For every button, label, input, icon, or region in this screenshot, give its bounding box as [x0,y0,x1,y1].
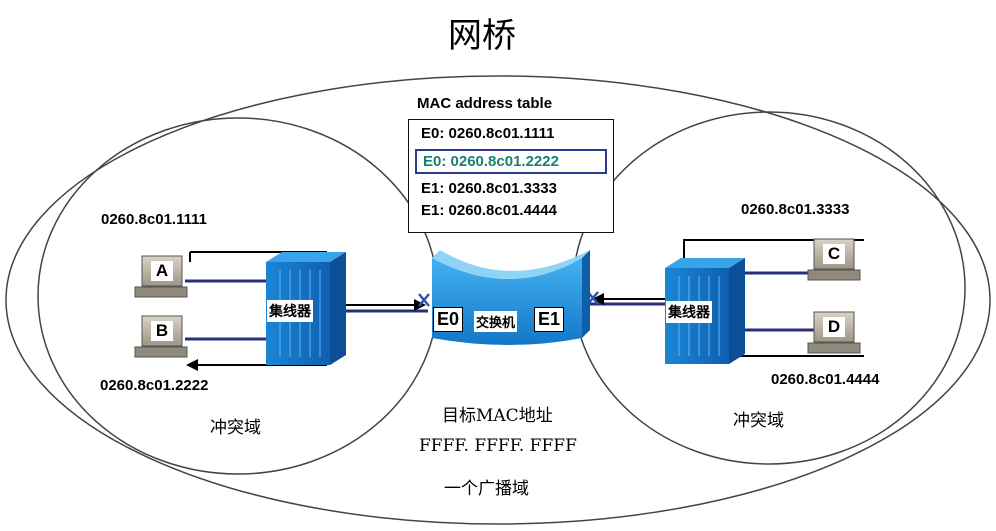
mac-address-table: E0: 0260.8c01.1111 E0: 0260.8c01.2222 E1… [408,119,614,233]
broadcast-domain-ellipse [5,75,991,525]
port-x-left [418,293,430,307]
collision-domain-right-label: 冲突域 [733,411,784,431]
mac-table-title: MAC address table [417,95,553,112]
hub-right-label: 集线器 [666,301,712,323]
flow-arrowhead-to-b [186,359,198,371]
pc-d-label: D [823,317,845,337]
mac-table-row: E1: 0260.8c01.3333 [421,180,557,197]
pc-c-label: C [823,244,845,264]
mac-table-row-highlighted: E0: 0260.8c01.2222 [415,149,607,174]
switch-port-e0: E0 [433,307,464,332]
collision-domain-left-label: 冲突域 [210,418,261,438]
flow-arrowhead-from-switch [592,293,604,305]
dest-mac-label: 目标MAC地址 [442,406,553,426]
switch-label: 交换机 [474,311,518,332]
host-b-mac: 0260.8c01.2222 [100,377,209,394]
mac-table-row: E1: 0260.8c01.4444 [421,202,557,219]
pc-b-label: B [151,321,173,341]
host-d-mac: 0260.8c01.4444 [771,371,880,388]
host-c-mac: 0260.8c01.3333 [741,201,850,218]
broadcast-domain-label: 一个广播域 [444,479,529,499]
switch-port-e1: E1 [534,307,565,332]
pc-a-label: A [151,261,173,281]
mac-table-row: E0: 0260.8c01.1111 [421,125,555,142]
host-a-mac: 0260.8c01.1111 [101,211,207,228]
dest-mac-value: FFFF. FFFF. FFFF [419,436,577,456]
page-title: 网桥 [448,16,516,56]
hub-left-label: 集线器 [267,300,313,322]
